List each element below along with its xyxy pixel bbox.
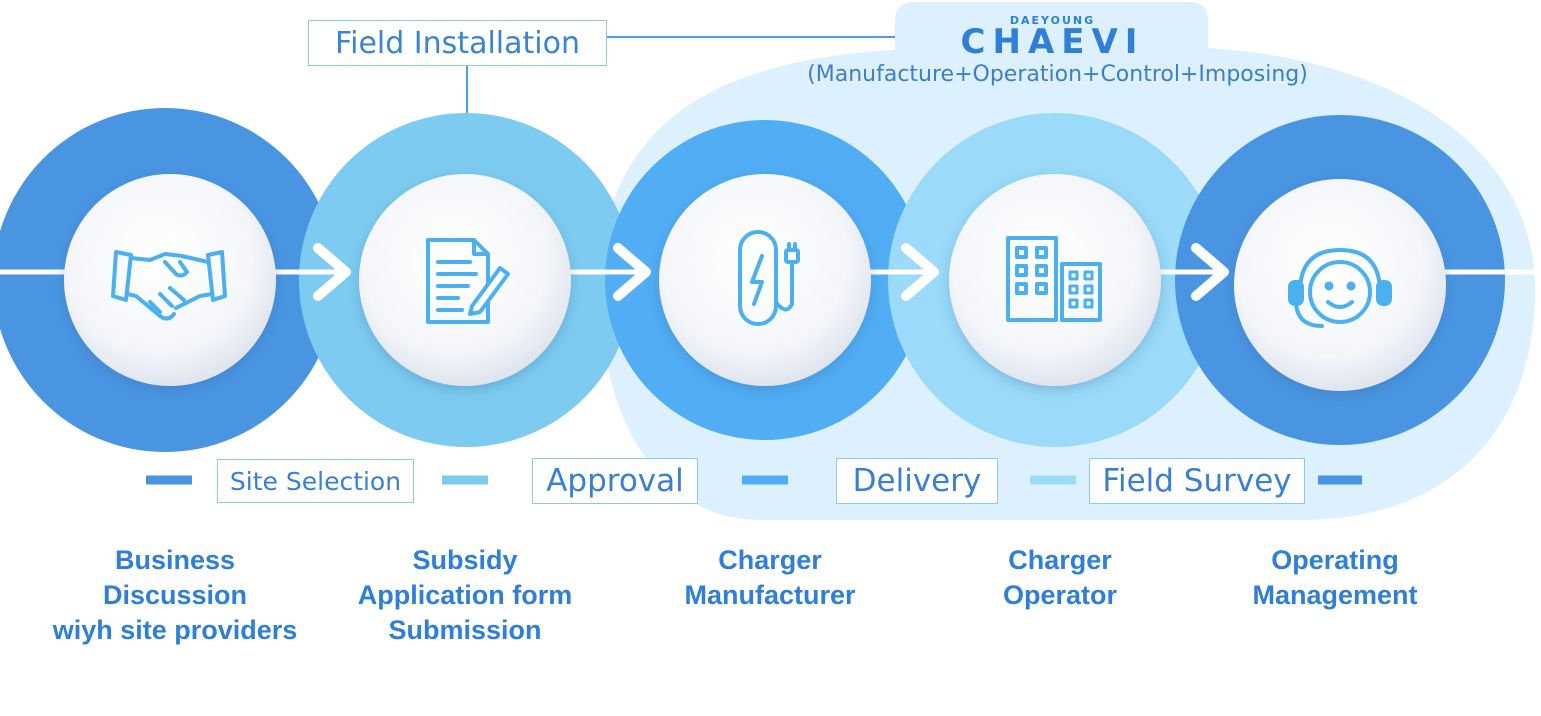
step-line: Subsidy — [412, 545, 518, 575]
step-line: Operating — [1271, 545, 1399, 575]
field-installation-label: Field Installation — [308, 20, 607, 66]
inner-manufacturer — [659, 174, 871, 386]
step-label-operator: Charger Operator — [960, 543, 1160, 613]
handshake-icon — [111, 250, 227, 321]
stage-label-approval: Approval — [532, 458, 698, 504]
arrow-4 — [1191, 243, 1229, 301]
step-label-business: Business Discussion wiyh site providers — [35, 543, 315, 648]
inner-management — [1234, 179, 1446, 391]
step-line: Charger — [1008, 545, 1112, 575]
step-line: wiyh site providers — [52, 615, 298, 645]
step-line: Management — [1252, 580, 1418, 610]
buildings-icon — [1006, 236, 1102, 322]
step-line: Charger — [718, 545, 822, 575]
arrow-3 — [901, 243, 939, 301]
step-label-subsidy: Subsidy Application form Submission — [335, 543, 595, 648]
headset-smiley-icon — [1288, 247, 1392, 328]
ev-charger-icon — [738, 230, 800, 326]
step-line: Business — [114, 545, 236, 575]
inner-business — [64, 174, 276, 386]
stage-label-delivery: Delivery — [836, 458, 998, 504]
document-pen-icon — [426, 238, 510, 324]
arrow-1 — [313, 243, 351, 301]
step-label-management: Operating Management — [1225, 543, 1445, 613]
stage-label-site-selection: Site Selection — [217, 459, 414, 503]
brand-small-text: DAEYOUNG — [1009, 14, 1096, 27]
step-line: Operator — [1002, 580, 1118, 610]
step-line: Submission — [388, 615, 542, 645]
arrow-2 — [613, 243, 651, 301]
inner-subsidy — [359, 174, 571, 386]
brand-subtitle: (Manufacture+Operation+Control+Imposing) — [807, 62, 1308, 87]
brand-logo-name: CHAEVI — [960, 22, 1145, 62]
step-line: Manufacturer — [684, 580, 856, 610]
step-line: Discussion — [102, 580, 248, 610]
step-label-manufacturer: Charger Manufacturer — [660, 543, 880, 613]
step-line: Application form — [357, 580, 573, 610]
stage-label-field-survey: Field Survey — [1089, 458, 1305, 504]
